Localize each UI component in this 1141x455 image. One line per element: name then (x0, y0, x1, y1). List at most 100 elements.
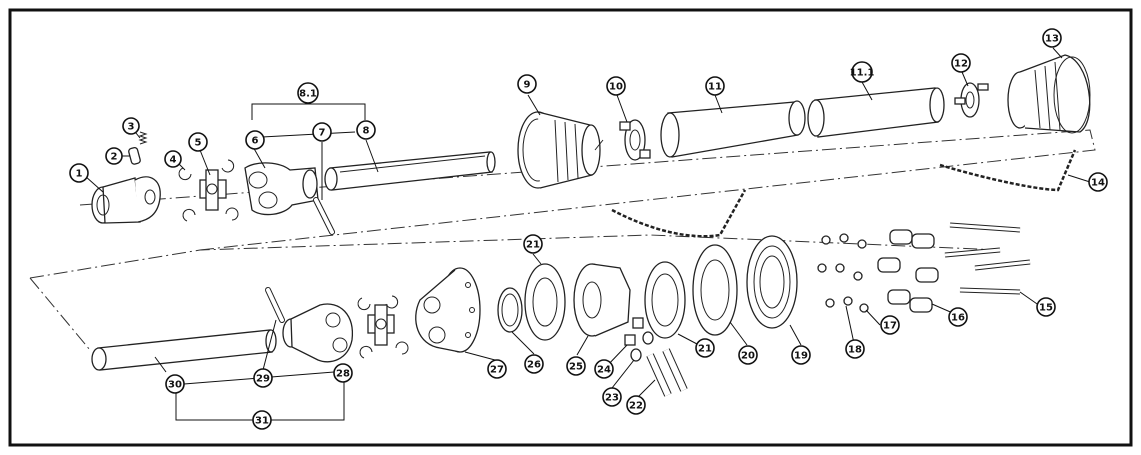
svg-text:12: 12 (954, 59, 968, 70)
svg-text:21: 21 (698, 344, 712, 355)
callout-8-1: 8.1 (297, 82, 319, 104)
svg-text:5: 5 (195, 138, 202, 149)
guard-cone-part-9 (517, 111, 604, 189)
bearing-ring-part-12 (954, 82, 989, 118)
callout-14: 14 (1088, 172, 1108, 192)
cross-bottom (367, 304, 395, 346)
hub-part-25 (573, 263, 631, 337)
guard-tube-part-11 (660, 100, 806, 158)
svg-text:31: 31 (255, 416, 269, 427)
roll-pin-part-7 (313, 197, 335, 235)
svg-text:28: 28 (336, 369, 350, 380)
springs-part-16 (877, 229, 939, 313)
svg-text:8: 8 (363, 126, 370, 137)
svg-text:20: 20 (741, 351, 755, 362)
pin-part-2 (128, 147, 141, 165)
svg-text:18: 18 (848, 345, 862, 356)
callout-28: 28 (333, 363, 353, 383)
callout-16: 16 (948, 307, 968, 327)
callout-30: 30 (165, 374, 185, 394)
flange-yoke-part-27 (415, 267, 481, 353)
svg-text:10: 10 (609, 82, 623, 93)
ring-part-26 (497, 287, 523, 333)
callout-13: 13 (1042, 28, 1062, 48)
guard-tube-part-11-1 (807, 87, 945, 138)
guard-cone-part-13 (1007, 54, 1091, 134)
callout-2: 2 (105, 147, 123, 165)
callout-1: 1 (69, 163, 89, 183)
friction-disc-part-21a (524, 263, 566, 341)
svg-text:24: 24 (597, 365, 611, 376)
svg-text:16: 16 (951, 313, 965, 324)
callout-9: 9 (517, 74, 537, 94)
roll-pin-part-29 (265, 287, 285, 323)
callout-19: 19 (791, 345, 811, 365)
callout-31: 31 (252, 410, 272, 430)
callout-6: 6 (245, 130, 265, 150)
yoke-part-6 (244, 162, 319, 216)
circlips-part-4 (178, 159, 239, 222)
svg-text:11: 11 (708, 82, 722, 93)
callout-18: 18 (845, 339, 865, 359)
svg-text:21: 21 (526, 240, 540, 251)
svg-text:14: 14 (1091, 178, 1105, 189)
yoke-part-1 (91, 176, 161, 224)
chain-part-14 (611, 149, 1077, 238)
svg-text:6: 6 (252, 136, 259, 147)
callout-23: 23 (602, 387, 622, 407)
tube-part-30 (91, 329, 277, 371)
callout-8: 8 (356, 120, 376, 140)
bolts-part-15 (944, 222, 1031, 295)
nuts-part-24 (624, 317, 644, 346)
callout-25: 25 (566, 356, 586, 376)
callout-22: 22 (626, 395, 646, 415)
bracket-6-8 (261, 131, 356, 138)
callout-7: 7 (312, 122, 332, 142)
nuts-part-17 (817, 233, 869, 313)
callout-29: 29 (253, 368, 273, 388)
inner-tube-part-8 (324, 151, 496, 191)
friction-disc-part-21b (644, 261, 686, 339)
callout-12: 12 (951, 53, 971, 73)
callout-5: 5 (188, 132, 208, 152)
svg-text:8.1: 8.1 (299, 89, 317, 100)
circlips-bottom (357, 295, 409, 359)
diagram-border (8, 8, 1133, 447)
callout-11: 11 (705, 76, 725, 96)
cross-part-5 (199, 169, 227, 211)
callout-27: 27 (487, 359, 507, 379)
svg-text:26: 26 (527, 360, 541, 371)
bolts-part-22 (646, 348, 688, 397)
svg-text:1: 1 (76, 169, 83, 180)
washers-part-23 (630, 331, 654, 362)
callout-20: 20 (738, 345, 758, 365)
svg-text:19: 19 (794, 351, 808, 362)
callout-24: 24 (594, 359, 614, 379)
svg-text:17: 17 (883, 321, 897, 332)
svg-text:2: 2 (111, 152, 118, 163)
callout-21-bottom: 21 (695, 338, 715, 358)
svg-text:15: 15 (1039, 303, 1053, 314)
svg-text:29: 29 (256, 374, 270, 385)
callout-3: 3 (122, 117, 140, 135)
svg-text:3: 3 (128, 122, 135, 133)
svg-text:7: 7 (319, 128, 326, 139)
svg-text:9: 9 (524, 80, 531, 91)
svg-text:4: 4 (170, 155, 177, 166)
svg-text:23: 23 (605, 393, 619, 404)
callout-21-top: 21 (523, 234, 543, 254)
callout-11-1: 11.1 (850, 61, 874, 83)
svg-text:13: 13 (1045, 34, 1059, 45)
svg-text:27: 27 (490, 365, 504, 376)
svg-text:22: 22 (629, 401, 643, 412)
plate-part-20 (692, 244, 738, 336)
yoke-part-28 (282, 303, 354, 363)
callout-4: 4 (164, 150, 182, 168)
spring-part-3 (138, 131, 148, 145)
callout-10: 10 (606, 76, 626, 96)
bearing-ring-part-10 (619, 119, 651, 161)
svg-text:25: 25 (569, 362, 583, 373)
callout-15: 15 (1036, 297, 1056, 317)
